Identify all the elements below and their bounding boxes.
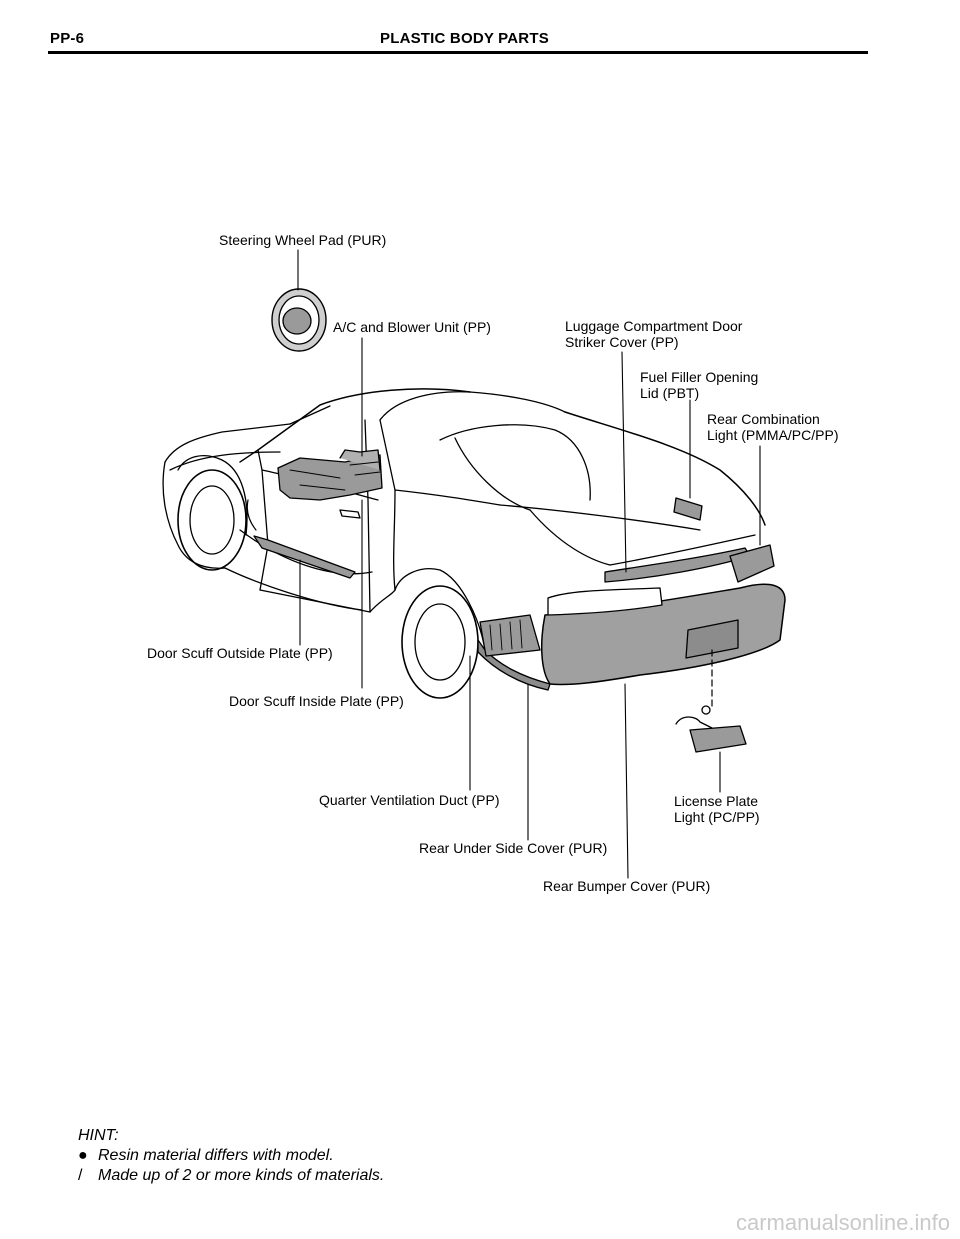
label-line: Striker Cover (PP) <box>565 334 679 350</box>
label-luggage-striker-cover: Luggage Compartment Door Striker Cover (… <box>565 318 742 350</box>
label-quarter-vent-duct: Quarter Ventilation Duct (PP) <box>319 792 500 808</box>
hint-title: HINT: <box>78 1127 119 1144</box>
label-line: Lid (PBT) <box>640 385 700 401</box>
label-rear-combination-light: Rear Combination Light (PMMA/PC/PP) <box>707 411 838 443</box>
parts <box>246 288 786 753</box>
leader-lines <box>297 249 761 879</box>
label-line: Luggage Compartment Door <box>565 318 743 334</box>
hint-item: ● Resin material differs with model. <box>78 1146 384 1166</box>
label-door-scuff-outside: Door Scuff Outside Plate (PP) <box>147 645 333 661</box>
hint-text: Resin material differs with model. <box>98 1147 334 1164</box>
quarter-vent-duct-part <box>479 614 541 657</box>
fuel-filler-lid-part <box>673 497 703 521</box>
steering-wheel-pad-part <box>282 307 312 335</box>
page-title: PLASTIC BODY PARTS <box>380 30 549 47</box>
watermark: carmanualsonline.info <box>735 1210 950 1235</box>
car-body <box>162 388 766 699</box>
label-line: Light (PC/PP) <box>674 809 760 825</box>
label-rear-under-side-cover: Rear Under Side Cover (PUR) <box>419 840 608 856</box>
label-fuel-filler-lid: Fuel Filler Opening Lid (PBT) <box>640 369 758 401</box>
label-steering-wheel-pad: Steering Wheel Pad (PUR) <box>219 232 387 248</box>
bullet-marker: ● <box>78 1147 88 1164</box>
rear-under-side-cover-part <box>477 639 551 691</box>
label-ac-blower-unit: A/C and Blower Unit (PP) <box>333 319 491 335</box>
label-door-scuff-inside: Door Scuff Inside Plate (PP) <box>229 693 404 709</box>
hint-block: HINT: ● Resin material differs with mode… <box>78 1126 384 1186</box>
page-header: PP-6 PLASTIC BODY PARTS <box>0 0 960 60</box>
label-license-plate-light: License Plate Light (PC/PP) <box>674 793 760 825</box>
label-line: Light (PMMA/PC/PP) <box>707 427 839 443</box>
slash-marker: / <box>78 1167 83 1184</box>
luggage-striker-part <box>604 547 751 583</box>
header-rule <box>48 51 868 54</box>
label-line: Fuel Filler Opening <box>640 369 759 385</box>
ac-blower-part <box>277 449 383 501</box>
door-scuff-outside-part <box>253 535 356 579</box>
license-plate-light-part <box>675 705 747 753</box>
label-line: Rear Combination <box>707 411 820 427</box>
hint-text: Made up of 2 or more kinds of materials. <box>98 1167 385 1184</box>
label-line: License Plate <box>674 793 759 809</box>
rear-combination-light-part <box>729 544 775 583</box>
label-rear-bumper-cover: Rear Bumper Cover (PUR) <box>543 878 711 894</box>
page-id: PP-6 <box>50 30 85 47</box>
hint-item: / Made up of 2 or more kinds of material… <box>78 1166 384 1186</box>
